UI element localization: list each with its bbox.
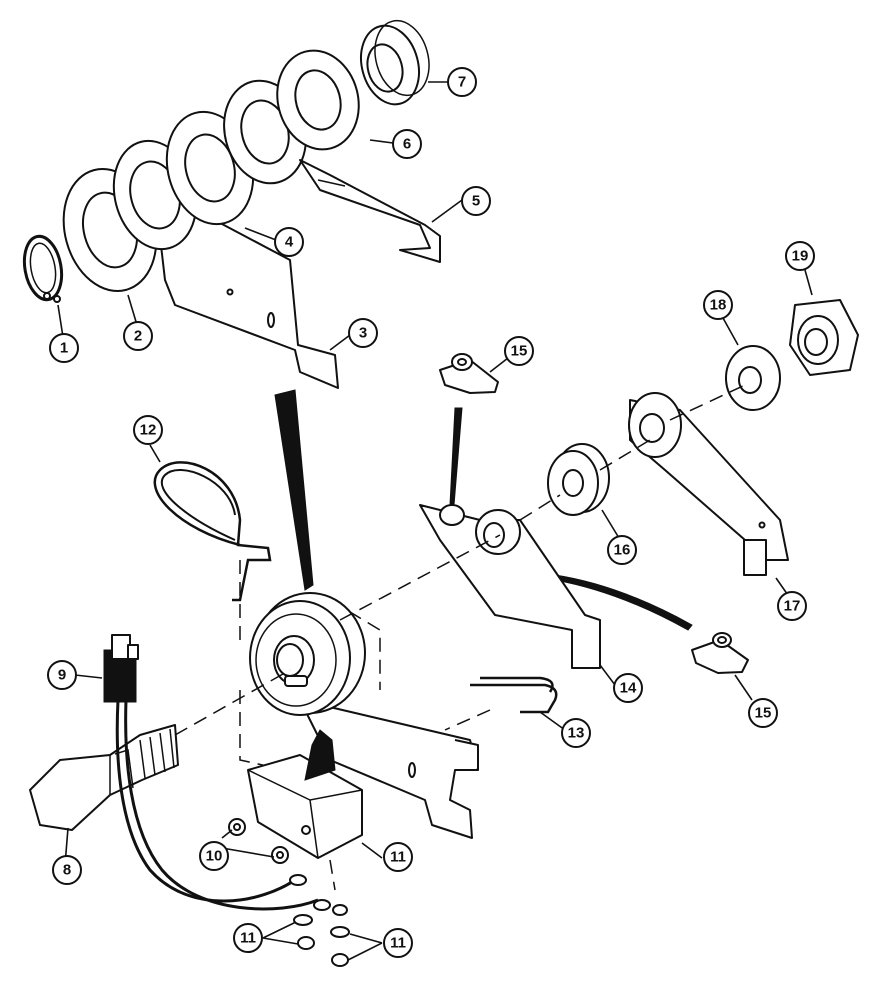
callout-label: 11 — [390, 935, 406, 952]
callout-10: 10 — [199, 841, 229, 871]
callout-label: 14 — [620, 680, 637, 697]
callout-14: 14 — [613, 673, 643, 703]
hex-nut-19 — [789, 299, 859, 376]
callout-15-right: 15 — [748, 698, 778, 728]
callout-4: 4 — [274, 227, 304, 257]
leader-lines — [57, 81, 813, 961]
callout-5: 5 — [461, 186, 491, 216]
callout-8: 8 — [52, 855, 82, 885]
clip-nut-15-top — [439, 353, 499, 394]
callout-7: 7 — [447, 67, 477, 97]
connector-9 — [103, 634, 139, 703]
bolt-8 — [29, 724, 179, 831]
callout-6: 6 — [392, 129, 422, 159]
arm-5 — [276, 49, 441, 263]
callout-label: 8 — [63, 862, 71, 879]
small-washers-screws — [293, 914, 350, 967]
callout-label: 17 — [784, 598, 801, 615]
callout-label: 12 — [140, 422, 157, 439]
callout-19: 19 — [785, 241, 815, 271]
clip-nut-15-right — [691, 632, 749, 674]
bracket-assembly — [239, 560, 479, 839]
callout-18: 18 — [703, 290, 733, 320]
callout-1: 1 — [49, 333, 79, 363]
callout-11-right: 11 — [383, 928, 413, 958]
callout-label: 13 — [568, 725, 585, 742]
arm-17 — [628, 392, 789, 576]
wire-harness — [115, 699, 299, 903]
callout-label: 7 — [458, 74, 466, 91]
nuts-10 — [228, 818, 289, 864]
callout-2: 2 — [123, 321, 153, 351]
u-bolt-13 — [470, 676, 558, 714]
pulley — [249, 592, 366, 716]
callout-17: 17 — [777, 591, 807, 621]
callout-11-left: 11 — [233, 923, 263, 953]
callout-label: 3 — [359, 325, 367, 342]
callout-9: 9 — [47, 660, 77, 690]
callout-15-top: 15 — [504, 336, 534, 366]
callout-label: 6 — [403, 136, 411, 153]
callout-16: 16 — [607, 535, 637, 565]
callout-3: 3 — [348, 318, 378, 348]
arm-14 — [419, 504, 601, 669]
callout-label: 18 — [710, 297, 727, 314]
washer-18 — [725, 345, 781, 411]
callout-label: 4 — [285, 234, 294, 251]
callout-label: 15 — [755, 705, 772, 722]
spring-12 — [153, 461, 272, 602]
callout-12: 12 — [133, 415, 163, 445]
switch-11 — [247, 729, 363, 859]
callout-label: 2 — [134, 328, 142, 345]
callout-13: 13 — [561, 718, 591, 748]
callout-label: 11 — [390, 849, 406, 866]
callout-label: 16 — [614, 542, 631, 559]
callout-label: 9 — [58, 667, 66, 684]
bushing-16 — [547, 443, 610, 516]
callout-label: 10 — [206, 848, 223, 865]
bushing-7 — [360, 19, 430, 106]
snap-ring — [22, 234, 64, 303]
callout-label: 15 — [511, 343, 528, 360]
callout-label: 11 — [240, 930, 256, 947]
callout-label: 1 — [60, 340, 68, 357]
terminals — [289, 874, 348, 916]
callout-label: 5 — [472, 193, 480, 210]
callout-label: 19 — [792, 248, 809, 265]
callout-11-switch: 11 — [383, 842, 413, 872]
